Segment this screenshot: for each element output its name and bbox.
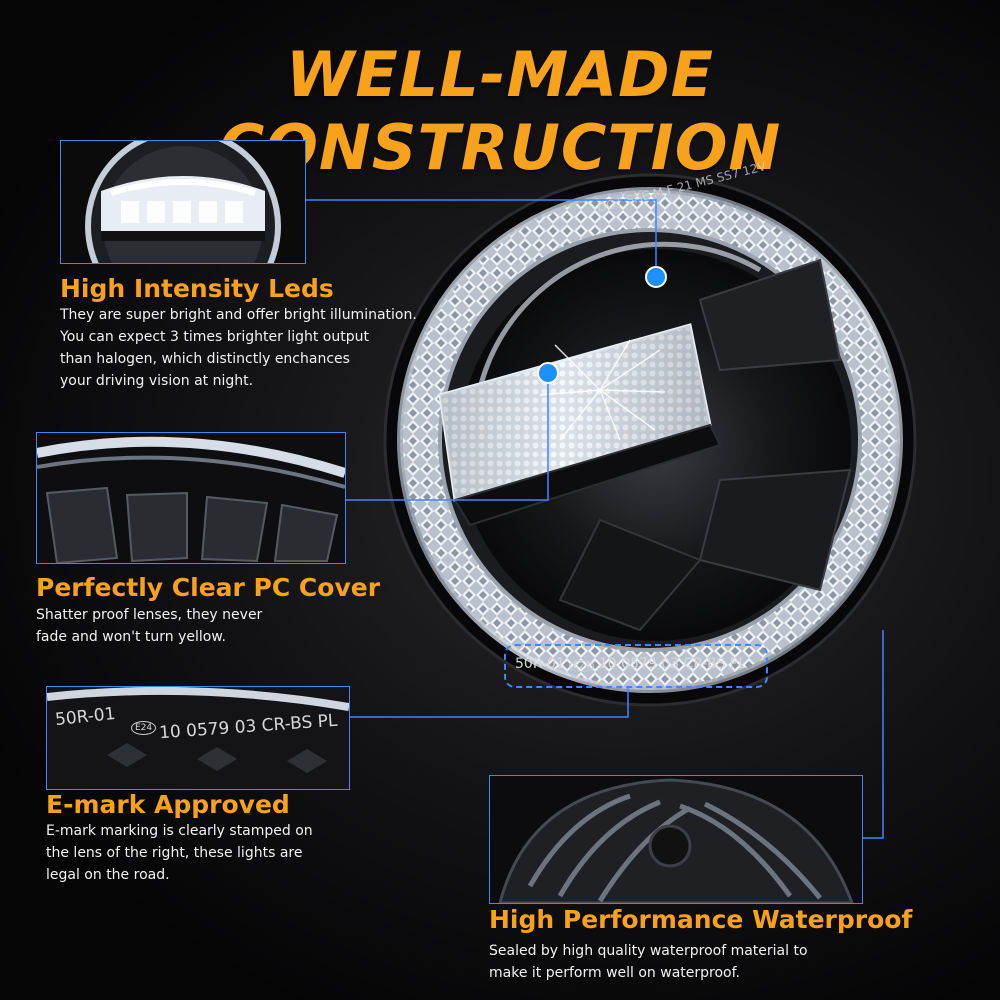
- feature-title-pc-cover: Perfectly Clear PC Cover: [36, 573, 381, 602]
- callout-dot-pc-cover: [537, 362, 559, 384]
- callout-line-leds: [305, 199, 657, 275]
- main-emark-symbol: E24: [569, 660, 595, 672]
- feature-desc-waterproof: Sealed by high quality waterproof materi…: [489, 943, 808, 981]
- feature-desc-emark: E-mark marking is clearly stamped on the…: [46, 823, 313, 883]
- main-approval-number: 10 0579 03 CR-BS PL: [598, 656, 746, 672]
- feature-desc-leds: They are super bright and offer bright i…: [60, 307, 417, 389]
- inset-emark-symbol: E24: [131, 721, 157, 735]
- feature-title-leds: High Intensity Leds: [60, 274, 334, 303]
- inset-pc-cover-closeup: [36, 432, 346, 564]
- callout-line-emark: [350, 688, 629, 718]
- emark-closeup-icon: [47, 687, 349, 789]
- led-closeup-icon: [61, 141, 305, 263]
- callout-dot-leds: [645, 266, 667, 288]
- callout-line-waterproof: [862, 630, 884, 839]
- feature-desc-pc-cover: Shatter proof lenses, they never fade an…: [36, 607, 263, 645]
- callout-line-pc-cover: [345, 375, 549, 501]
- inset-leds-closeup: [60, 140, 306, 264]
- main-emark-text: 50R-01 E24 10 0579 03 CR-BS PL: [515, 656, 746, 672]
- page-title: WELL-MADE CONSTRUCTION: [218, 38, 782, 184]
- waterproof-closeup-icon: [490, 776, 862, 903]
- inset-emark-closeup: 50R-01 E24 10 0579 03 CR-BS PL: [46, 686, 350, 790]
- inset-waterproof-closeup: [489, 775, 863, 904]
- feature-title-waterproof: High Performance Waterproof: [489, 905, 913, 934]
- main-emark-code: 50R-01: [515, 656, 565, 672]
- pc-cover-closeup-icon: [37, 433, 345, 563]
- feature-title-emark: E-mark Approved: [46, 790, 290, 819]
- emark-highlight-box: [504, 644, 768, 688]
